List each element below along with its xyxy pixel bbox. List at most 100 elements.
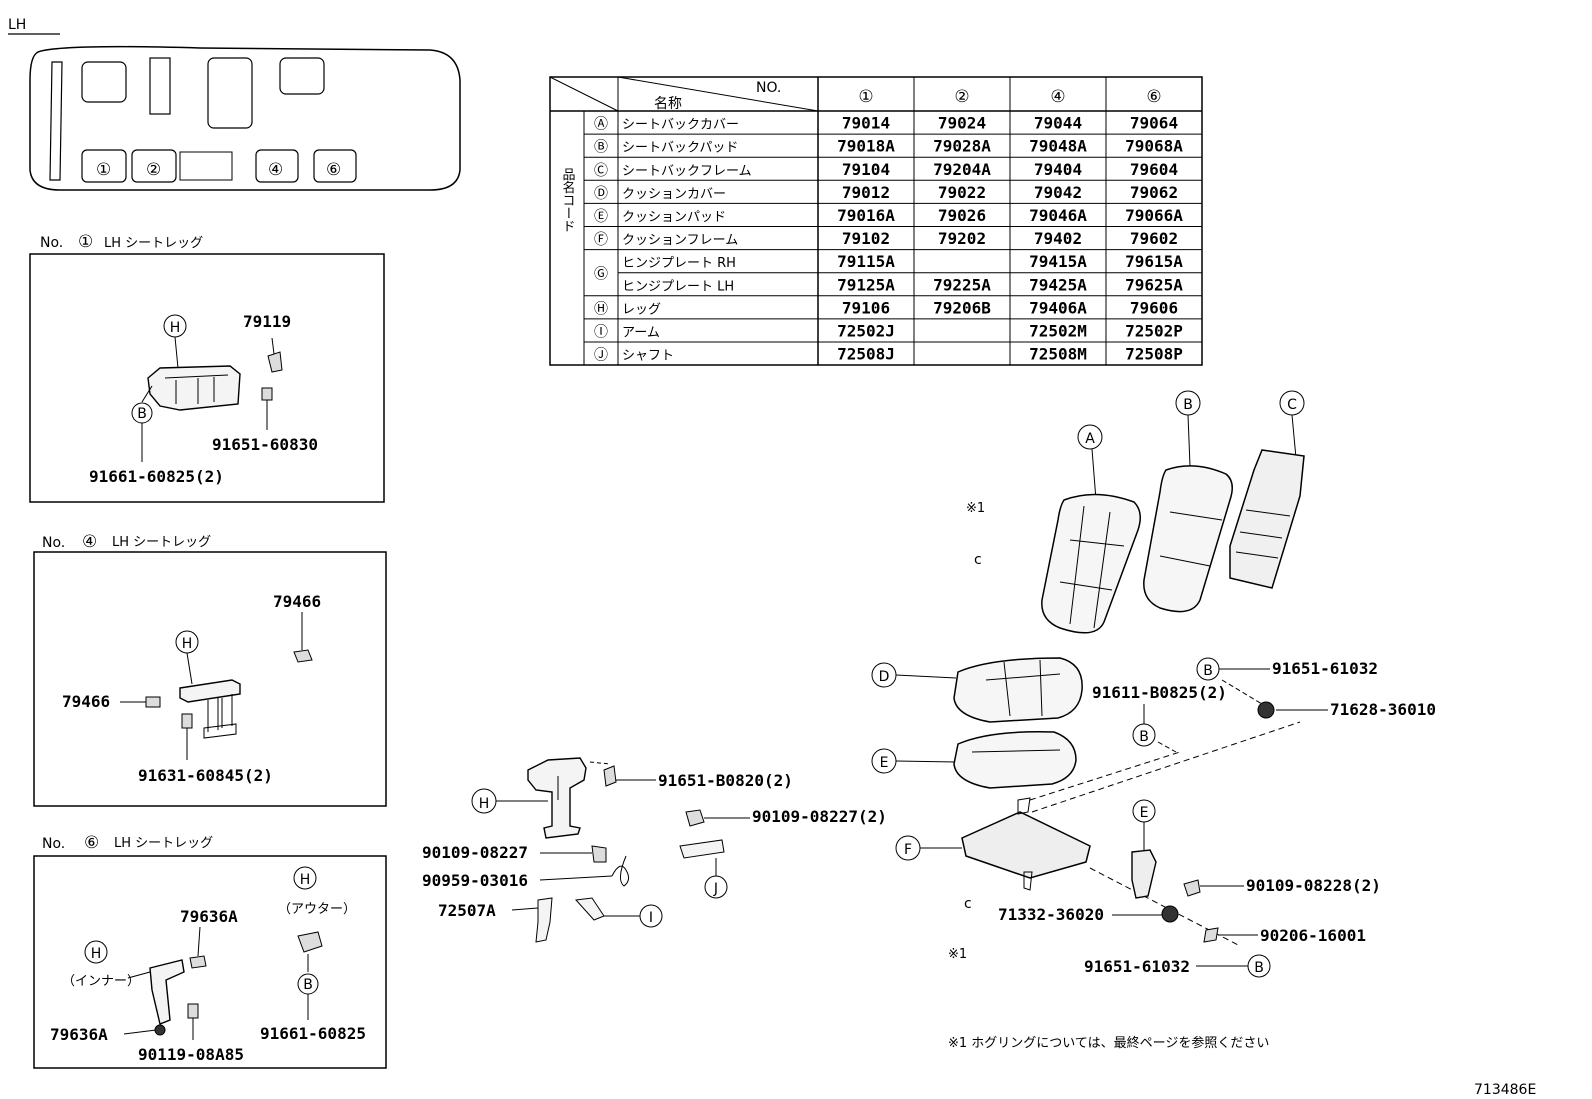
box6-b: B — [303, 977, 313, 993]
center-parts: H 91651-B0820(2) 90109-08227(2) J 90109-… — [422, 757, 887, 943]
footnote: ※1 ホグリングについては、最終ページを参照ください — [948, 1035, 1269, 1051]
box1-b: B — [137, 406, 147, 422]
center-part-91651-b0820: 91651-B0820(2) — [658, 771, 793, 790]
box6-h-inner-note: （インナー） — [62, 974, 140, 989]
hog-ring-2: c — [964, 896, 972, 912]
table-row-name: ヒンジプレート RH — [622, 256, 736, 271]
table-cell: 79615A — [1125, 252, 1183, 271]
hog-ring-1: c — [974, 552, 982, 568]
box6-part-79636a-bottom: 79636A — [50, 1025, 108, 1044]
table-cell: 79022 — [938, 183, 986, 202]
table-cell: 79604 — [1130, 160, 1178, 179]
table-cell: 79202 — [938, 229, 986, 248]
box4-part-91631: 91631-60845(2) — [138, 766, 273, 785]
seat-pos-1: ① — [96, 160, 111, 180]
table-cell: 79066A — [1125, 206, 1183, 225]
center-j: J — [713, 881, 718, 897]
part-91651-61032-top: 91651-61032 — [1272, 659, 1378, 678]
hinge-e: E — [1140, 805, 1149, 821]
box6-part-79636a-top: 79636A — [180, 907, 238, 926]
table-cell: 79606 — [1130, 298, 1178, 317]
box6-h-outer-note: （アウター） — [278, 902, 356, 917]
seat-a: A — [1085, 431, 1095, 447]
table-row-name: クッションフレーム — [622, 233, 738, 248]
center-part-72507a: 72507A — [438, 901, 496, 920]
table-cell: 79225A — [933, 275, 991, 294]
table-row-key: Ⓑ — [594, 140, 608, 156]
box1-part-91651: 91651-60830 — [212, 435, 318, 454]
box6-part-91661: 91661-60825 — [260, 1024, 366, 1043]
table-cell: 79046A — [1029, 206, 1087, 225]
table-cell: 79024 — [938, 114, 986, 133]
center-i: I — [649, 910, 653, 926]
table-cell: 79014 — [842, 114, 890, 133]
seat-f: F — [904, 842, 912, 858]
table-cell: 79625A — [1125, 275, 1183, 294]
table-row-name: シャフト — [622, 349, 674, 364]
box-seat-leg-4: No. ④ LH シートレッグ 79466 H 79466 91631-6084… — [33, 532, 387, 807]
table-cell: 79016A — [837, 206, 895, 225]
box6-h-outer: H — [300, 872, 311, 888]
table-row-key: Ⓐ — [594, 117, 608, 133]
table-cell: 79042 — [1034, 183, 1082, 202]
table-cell: 79048A — [1029, 137, 1087, 156]
table-header-name: 名称 — [654, 96, 682, 112]
box6-h-inner: H — [91, 946, 102, 962]
table-row-name: シートバックカバー — [622, 118, 739, 133]
table-col-1: ① — [858, 87, 873, 107]
table-col-6: ⑥ — [1146, 87, 1161, 107]
table-cell: 79044 — [1034, 114, 1082, 133]
table-row-name: シートバックパッド — [622, 141, 738, 156]
part-90109-08228: 90109-08228(2) — [1246, 876, 1381, 895]
seat-pos-2: ② — [146, 160, 161, 180]
table-cell: 79406A — [1029, 298, 1087, 317]
vehicle-plan: LH ① ② ④ ⑥ — [8, 17, 461, 191]
table-cell: 79064 — [1130, 114, 1178, 133]
table-row-key: Ⓓ — [594, 186, 608, 202]
table-cell: 79018A — [837, 137, 895, 156]
table-cell: 72502M — [1029, 321, 1087, 340]
table-row-key: Ⓔ — [594, 209, 608, 225]
table-row-name: シートバックフレーム — [622, 164, 752, 179]
table-cell: 72502J — [837, 321, 895, 340]
box6-title-num: ⑥ — [84, 833, 99, 853]
table-cell: 72502P — [1125, 321, 1183, 340]
table-cell: 79062 — [1130, 183, 1178, 202]
table-cell: 79102 — [842, 229, 890, 248]
table-row-key: Ⓘ — [594, 324, 608, 340]
part-91611-b0825: 91611-B0825(2) — [1092, 683, 1227, 702]
box4-title-num: ④ — [82, 532, 97, 552]
box4-title-text: LH シートレッグ — [112, 535, 211, 550]
table-cell: 72508P — [1125, 345, 1183, 364]
box4-part-79466-a: 79466 — [273, 592, 321, 611]
table-cell: 79204A — [933, 160, 991, 179]
view-label: LH — [8, 17, 26, 33]
table-row-key: Ⓙ — [594, 348, 608, 364]
box1-title-num: ① — [78, 232, 93, 252]
box-seat-leg-6: No. ⑥ LH シートレッグ H （アウター） B 91661-60825 7… — [33, 833, 387, 1069]
table-cell: 79425A — [1029, 275, 1087, 294]
seat-d: D — [879, 669, 890, 685]
bolt-b-mid: B — [1139, 729, 1149, 745]
table-row-key: Ⓖ — [594, 267, 608, 283]
bolt-b-top: B — [1203, 663, 1213, 679]
part-90206-16001: 90206-16001 — [1260, 926, 1366, 945]
box-seat-leg-1: No. ① LH シートレッグ H B 79119 91651-60830 91… — [29, 232, 385, 503]
table-cell: 79415A — [1029, 252, 1087, 271]
seat-e: E — [880, 755, 889, 771]
table-cell: 79028A — [933, 137, 991, 156]
table-row-key: Ⓕ — [594, 232, 608, 248]
box1-part-79119: 79119 — [243, 312, 291, 331]
box1-part-91661: 91661-60825(2) — [89, 467, 224, 486]
center-part-90109-08227: 90109-08227 — [422, 843, 528, 862]
bolt-b-bottom: B — [1254, 960, 1264, 976]
table-cell: 79104 — [842, 160, 890, 179]
box4-part-79466-b: 79466 — [62, 692, 110, 711]
seat-pos-4: ④ — [268, 160, 283, 180]
box1-h: H — [170, 320, 181, 336]
box1-title-text: LH シートレッグ — [104, 236, 203, 251]
table-row-name: クッションパッド — [622, 210, 726, 225]
table-cell: 72508M — [1029, 345, 1087, 364]
